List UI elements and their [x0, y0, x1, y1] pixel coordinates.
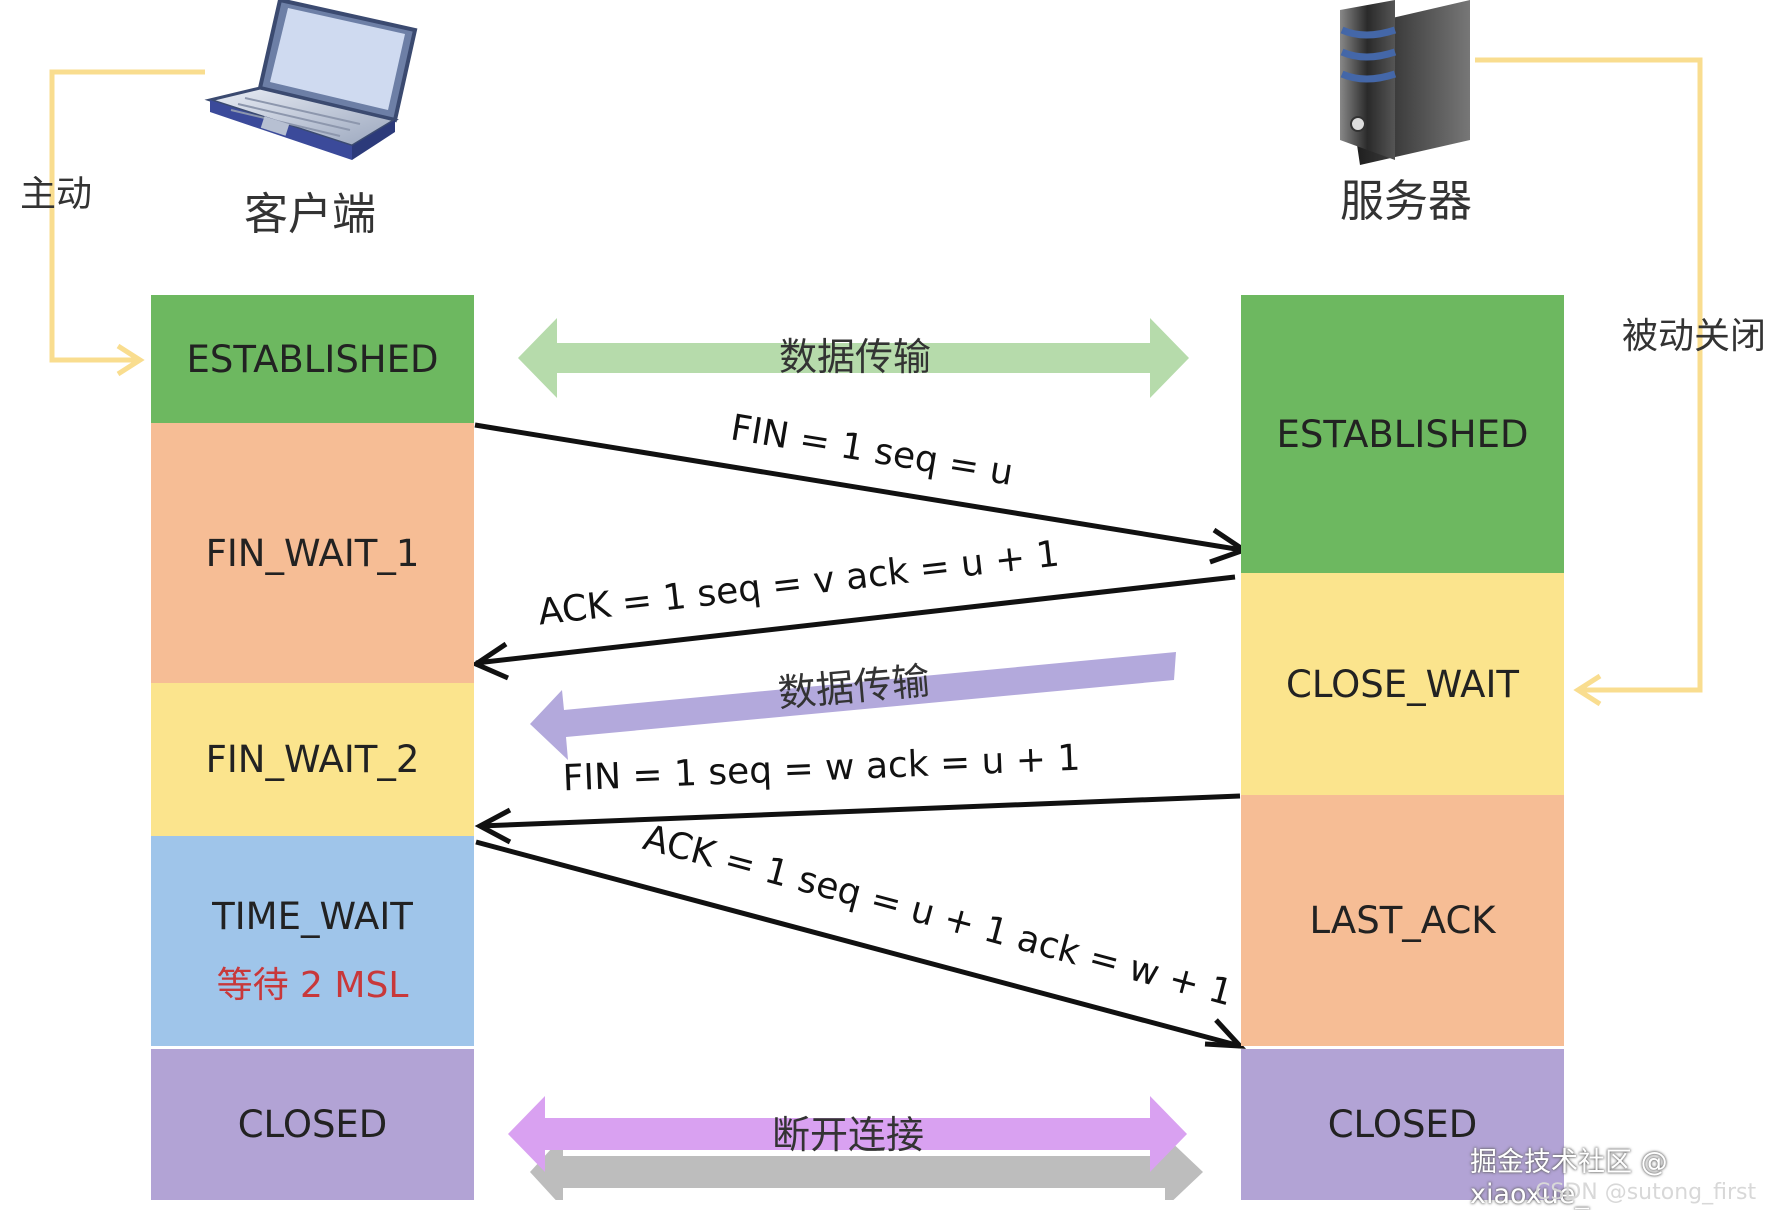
laptop-icon: [204, 0, 418, 160]
band-shape: [518, 318, 1189, 398]
client-state-closed: CLOSED: [151, 1049, 474, 1200]
state-name: CLOSED: [237, 1103, 388, 1146]
state-name: CLOSED: [1327, 1103, 1478, 1146]
message-label: ACK = 1 seq = v ack = u + 1: [536, 534, 1061, 634]
data-transfer-band-1: 数据传输: [518, 318, 1189, 398]
server-state-last-ack: LAST_ACK: [1241, 795, 1564, 1046]
band-shape: [530, 652, 1176, 760]
passive-close-label: 被动关闭: [1622, 316, 1767, 357]
band-shape: [508, 1096, 1187, 1172]
client-state-time-wait: TIME_WAIT 等待 2 MSL: [151, 836, 474, 1046]
state-name: ESTABLISHED: [186, 337, 439, 381]
band-label: 数据传输: [776, 659, 931, 716]
client-state-fin-wait-1: FIN_WAIT_1: [151, 423, 474, 683]
message-arrow-ack-client: ACK = 1 seq = u + 1 ack = w + 1: [475, 817, 1247, 1049]
message-label: ACK = 1 seq = u + 1 ack = w + 1: [639, 817, 1237, 1014]
band-label: 数据传输: [779, 335, 931, 379]
state-name: ESTABLISHED: [1276, 412, 1529, 456]
state-name: TIME_WAIT: [212, 894, 413, 938]
state-name: FIN_WAIT_1: [205, 531, 420, 575]
server-label: 服务器: [1340, 176, 1472, 227]
disconnect-band: 断开连接: [508, 1096, 1203, 1200]
message-arrow-fin-client: FIN = 1 seq = u: [474, 407, 1250, 565]
message-arrow-fin-server: FIN = 1 seq = w ack = u + 1: [474, 738, 1241, 845]
server-state-close-wait: CLOSE_WAIT: [1241, 573, 1564, 795]
client-initiator-guide: [49, 69, 205, 377]
message-label: FIN = 1 seq = u: [728, 407, 1016, 494]
state-name: LAST_ACK: [1309, 899, 1496, 942]
message-label: FIN = 1 seq = w ack = u + 1: [562, 738, 1081, 800]
server-state-established: ESTABLISHED: [1241, 295, 1564, 573]
state-name: FIN_WAIT_2: [205, 738, 420, 781]
message-arrow-ack-server: ACK = 1 seq = v ack = u + 1: [470, 534, 1236, 681]
server-icon: [1340, 0, 1470, 165]
initiator-label: 主动: [20, 174, 93, 215]
server-state-closed: CLOSED: [1241, 1049, 1564, 1200]
client-state-fin-wait-2: FIN_WAIT_2: [151, 683, 474, 836]
band-label: 断开连接: [772, 1113, 924, 1157]
client-state-established: ESTABLISHED: [151, 295, 474, 423]
server-passive-guide: [1475, 57, 1703, 707]
time-wait-note: 等待 2 MSL: [216, 964, 409, 1006]
client-label: 客户端: [244, 189, 376, 240]
watermark-csdn: CSDN @sutong_first: [1535, 1180, 1757, 1205]
state-name: CLOSE_WAIT: [1285, 662, 1519, 706]
